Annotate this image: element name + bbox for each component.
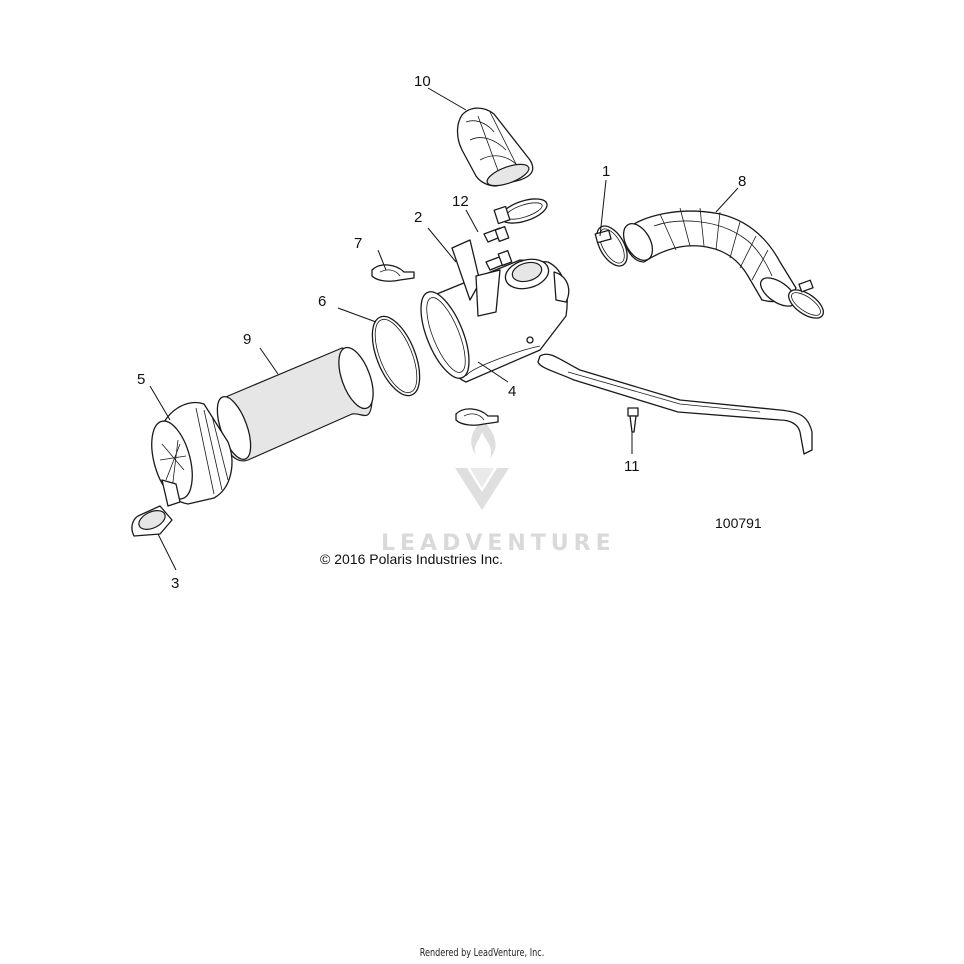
copyright-text: © 2016 Polaris Industries Inc. xyxy=(320,551,503,567)
part-1-clamp xyxy=(594,225,628,267)
part-11-fastener xyxy=(627,407,639,433)
part-drain-tube xyxy=(537,353,813,455)
part-clamp-right xyxy=(787,279,825,319)
part-9-filter-element xyxy=(216,346,374,462)
part-8-intake-hose xyxy=(622,207,797,307)
callout-8: 8 xyxy=(738,173,746,190)
callout-9: 9 xyxy=(243,331,251,348)
watermark-text: LEADVENTURE xyxy=(381,531,616,556)
part-4-airbox-housing xyxy=(420,239,570,383)
part-7-clip xyxy=(371,264,415,282)
part-bolts xyxy=(483,226,513,271)
part-6-o-ring xyxy=(371,315,421,397)
diagram-code: 100791 xyxy=(715,515,762,531)
leadventure-watermark: LEADVENTURE xyxy=(381,420,616,556)
part-clip-lower xyxy=(455,408,499,426)
callout-3: 3 xyxy=(171,575,179,592)
callout-labels: 10 12 2 7 6 9 5 3 4 1 8 11 xyxy=(137,73,746,592)
callout-1: 1 xyxy=(602,163,610,180)
callout-5: 5 xyxy=(137,371,145,388)
leader-lines xyxy=(149,87,739,571)
part-12-clamp xyxy=(493,198,548,225)
part-5-end-cap xyxy=(151,401,233,507)
callout-11: 11 xyxy=(624,458,640,475)
footer-credit: Rendered by LeadVenture, Inc. xyxy=(419,946,545,959)
callout-7: 7 xyxy=(354,235,362,252)
watermark-logo-icon xyxy=(455,420,509,510)
callout-10: 10 xyxy=(414,73,431,90)
callout-2: 2 xyxy=(414,209,422,226)
callout-12: 12 xyxy=(452,193,469,210)
callout-6: 6 xyxy=(318,293,326,310)
part-10-elbow-boot xyxy=(456,107,534,187)
callout-4: 4 xyxy=(508,383,516,400)
part-3-valve xyxy=(131,505,173,537)
